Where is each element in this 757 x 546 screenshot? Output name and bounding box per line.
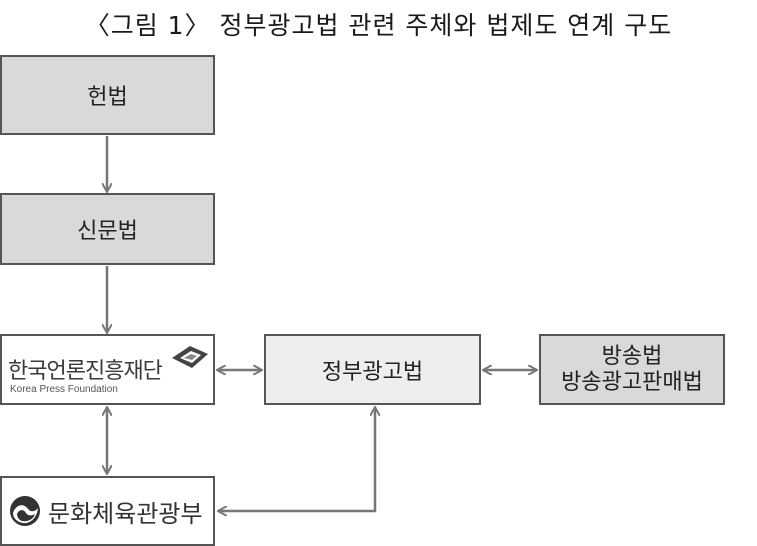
kpf-logo-icon	[172, 346, 208, 368]
government-emblem-icon	[10, 496, 40, 526]
mcst-name: 문화체육관광부	[48, 499, 203, 528]
arrow-gov-ad-act-mcst	[219, 408, 375, 511]
broadcast-ad-sales-act-label: 방송광고판매법	[561, 369, 703, 395]
constitution-label: 헌법	[87, 85, 128, 110]
newspaper-act-label: 신문법	[77, 219, 138, 244]
gov-ad-act-label: 정부광고법	[321, 359, 424, 385]
constitution-box: 헌법	[0, 55, 215, 135]
mcst-box: 문화체육관광부	[0, 476, 215, 546]
kpf-name: 한국언론진흥재단	[8, 359, 163, 384]
kpf-subtitle: Korea Press Foundation	[10, 384, 118, 395]
broadcast-act-box: 방송법 방송광고판매법	[539, 334, 725, 405]
diagram-title: 〈그림 1〉 정부광고법 관련 주체와 법제도 연계 구도	[84, 11, 673, 40]
gov-ad-act-box: 정부광고법	[264, 334, 481, 405]
newspaper-act-box: 신문법	[0, 193, 215, 265]
broadcast-act-label: 방송법	[601, 343, 663, 369]
kpf-box: 한국언론진흥재단 Korea Press Foundation	[0, 334, 215, 405]
